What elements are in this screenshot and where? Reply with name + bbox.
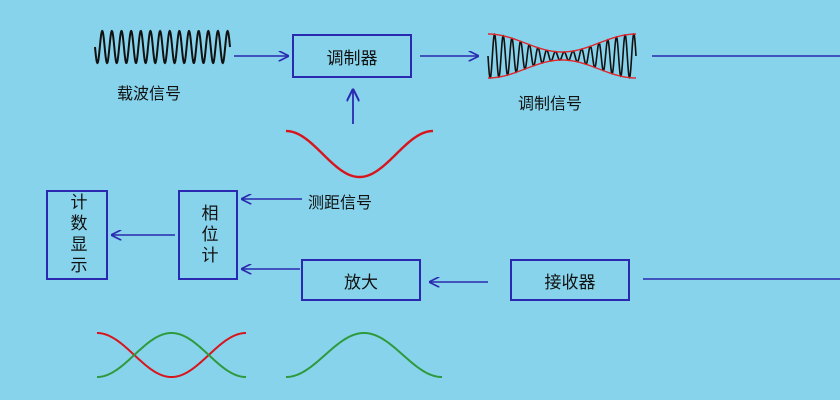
phase-compare-red-wave — [96, 332, 247, 378]
carrier-wave-label: 载波信号 — [117, 84, 182, 103]
phase-meter-label: 相位计 — [197, 203, 218, 267]
carrier-wave — [94, 29, 231, 65]
receiver-label: 接收器 — [544, 272, 596, 293]
modulated-envelope-top — [487, 33, 637, 53]
modulated-signal-wave — [487, 32, 637, 80]
amplifier-block: 放大 — [301, 259, 421, 301]
ranging-signal-label: 测距信号 — [308, 193, 373, 212]
modulated-envelope-bottom — [487, 59, 637, 79]
amplifier-label: 放大 — [344, 272, 378, 293]
phase-meter-block: 相位计 — [178, 190, 238, 280]
modulator-block: 调制器 — [292, 34, 412, 78]
reference-green-wave — [285, 331, 443, 378]
receiver-block: 接收器 — [510, 259, 630, 301]
counter-display-block: 计数显示 — [46, 190, 108, 280]
phase-compare-green-wave — [96, 332, 247, 378]
ranging-signal-wave — [285, 129, 434, 179]
counter-display-label: 计数显示 — [66, 193, 87, 277]
modulator-label: 调制器 — [326, 48, 378, 69]
modulated-signal-label: 调制信号 — [518, 94, 583, 113]
